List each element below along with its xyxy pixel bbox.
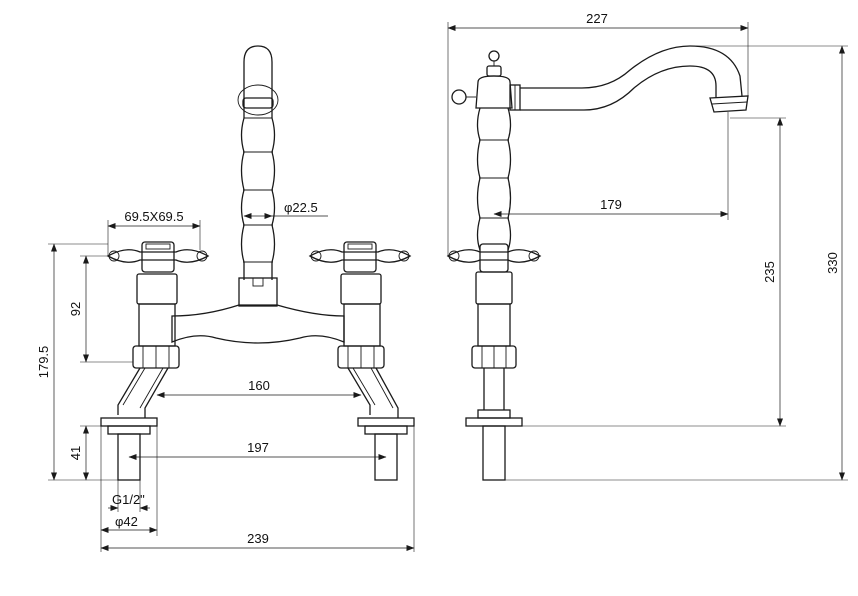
overall-height-label: 330 <box>825 252 840 274</box>
body-centres-label: 160 <box>248 378 270 393</box>
front-view <box>100 45 415 481</box>
spout-diameter-label: φ22.5 <box>284 200 318 215</box>
base-diameter-label: φ42 <box>115 514 138 529</box>
side-view <box>446 45 749 481</box>
front-spout <box>237 45 279 307</box>
handle-size-label: 69.5X69.5 <box>124 209 183 224</box>
front-dimensions: 69.5X69.5 φ22.5 92 179.5 160 41 197 G1/2… <box>36 200 415 552</box>
overall-width-label: 239 <box>247 531 269 546</box>
spout-reach-label: 227 <box>586 11 608 26</box>
front-height-label: 179.5 <box>36 346 51 379</box>
outlet-height-label: 235 <box>762 261 777 283</box>
thread-label: G1/2" <box>112 492 145 507</box>
side-dimensions: 227 179 235 330 <box>447 11 848 481</box>
right-valve <box>308 241 415 481</box>
left-valve <box>100 241 210 481</box>
tail-centres-label: 197 <box>247 440 269 455</box>
tail-height-label: 41 <box>68 446 83 460</box>
spout-offset-label: 179 <box>600 197 622 212</box>
handle-to-nut-label: 92 <box>68 302 83 316</box>
front-bridge <box>171 304 345 344</box>
